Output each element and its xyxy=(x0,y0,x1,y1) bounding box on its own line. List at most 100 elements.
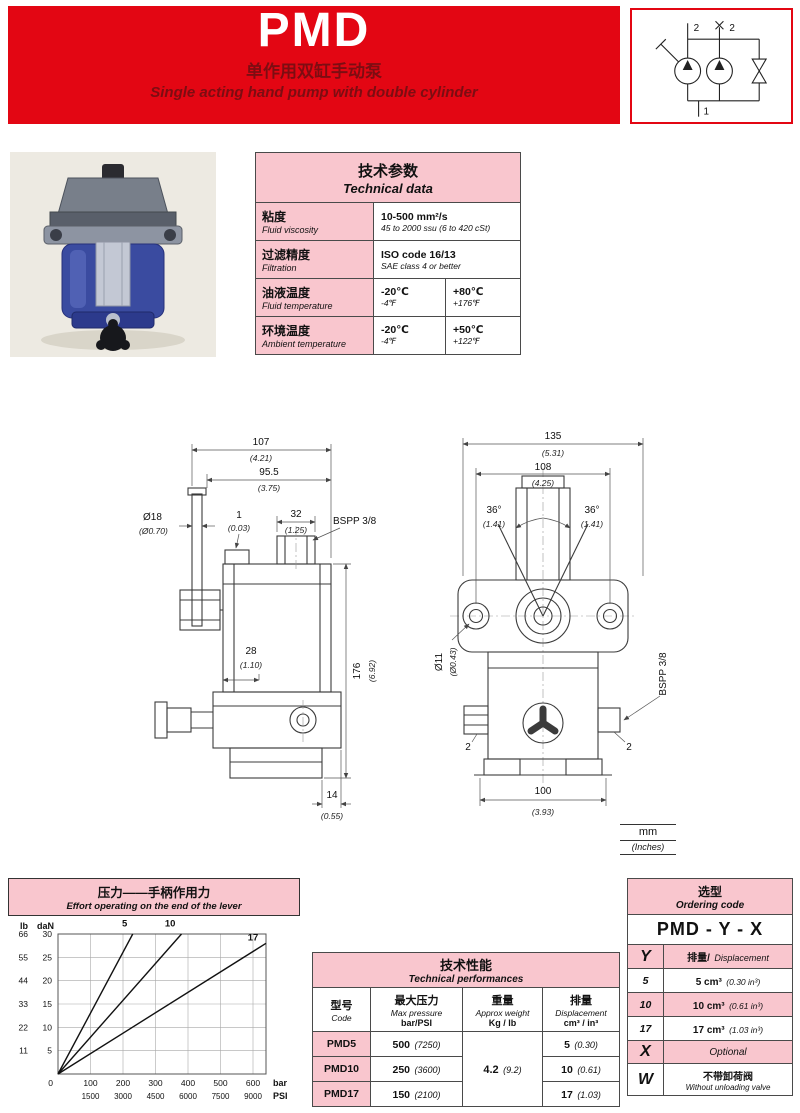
side-port-label: BSPP 3/8 xyxy=(333,516,377,527)
filtration-value-iso: ISO code 16/13 xyxy=(381,248,456,261)
row-fluid-temperature: 油液温度 Fluid temperature -20℃ -4℉ +80℃ +17… xyxy=(255,278,521,317)
dim-95-in: (3.75) xyxy=(258,483,280,493)
chart-tickb: 300 xyxy=(148,1078,162,1088)
dim-176-in: (6.92) xyxy=(367,660,377,682)
fluid-temp-min-c: -20℃ xyxy=(381,286,409,298)
angle-left-in: (1.41) xyxy=(483,519,505,529)
ordering-code-string: PMD - Y - X xyxy=(627,914,793,945)
side-centerlines xyxy=(295,526,304,742)
dim-14-in: (0.55) xyxy=(321,811,343,821)
weight-value-lb: (9.2) xyxy=(503,1065,522,1075)
option-17-value-in: (1.03 in³) xyxy=(729,1024,764,1035)
dim-14-mm: 14 xyxy=(326,790,338,801)
header-banner: PMD 单作用双缸手动泵 Single acting hand pump wit… xyxy=(8,5,620,124)
units-legend: mm (Inches) xyxy=(620,824,676,855)
code-pmd17: PMD17 xyxy=(312,1081,371,1107)
viscosity-value-imperial: 45 to 2000 ssu (6 to 420 cSt) xyxy=(381,222,491,233)
units-inches: (Inches) xyxy=(620,841,676,855)
option-5-value-in: (0.30 in³) xyxy=(726,976,761,987)
pmd10-pressure: 250 xyxy=(392,1064,411,1076)
chart-tick: 22 xyxy=(19,1022,29,1032)
chart-slabel: 17 xyxy=(248,933,259,944)
ordering-option-17: 17 17 cm³ (1.03 in³) xyxy=(627,1016,793,1041)
release-knob xyxy=(527,705,559,735)
fluid-temp-max-c: +80℃ xyxy=(453,286,484,298)
pmd5-pressure: 500 xyxy=(392,1039,411,1051)
drawing-front-view: 135 (5.31) 108 (4.25) 36° (1.41) 36° (1.… xyxy=(434,431,669,817)
angle-left: 36° xyxy=(486,505,501,516)
pmd17-disp-in: (1.03) xyxy=(577,1090,601,1100)
units-mm: mm xyxy=(620,824,676,841)
chart-tickb: 600 xyxy=(246,1078,260,1088)
chart-tick: 66 xyxy=(19,929,29,939)
dim-176-mm: 176 xyxy=(352,662,363,679)
drawing-side-view: 107 (4.21) 95.5 (3.75) Ø18 (Ø0.70) 32 (1… xyxy=(139,437,377,821)
chart-series xyxy=(57,942,267,1075)
dim-18-in: (Ø0.70) xyxy=(139,526,168,536)
col-pressure-zh: 最大压力 xyxy=(394,994,439,1007)
option-10-value-in: (0.61 in³) xyxy=(729,1000,764,1011)
chart-frame xyxy=(57,933,267,1075)
technical-data-table: 技术参数 Technical data 粘度 Fluid viscosity 1… xyxy=(255,152,521,355)
chart-series xyxy=(57,933,134,1075)
pmd5-disp-in: (0.30) xyxy=(574,1040,598,1050)
chart-slabel: 5 xyxy=(122,919,128,930)
port-2-right-label: 2 xyxy=(626,742,632,753)
chart-unit: lb xyxy=(20,921,29,931)
col-code-zh: 型号 xyxy=(330,999,353,1012)
chart-title-en: Effort operating on the end of the lever xyxy=(66,901,242,912)
circuit-port-2-right: 2 xyxy=(729,23,735,34)
chart-tickp: 4500 xyxy=(147,1092,165,1101)
ambient-temp-label-en: Ambient temperature xyxy=(262,339,347,349)
chart-tick: 33 xyxy=(19,999,29,1009)
angle-right-in: (1.41) xyxy=(581,519,603,529)
dim-11-mm: Ø11 xyxy=(434,652,445,671)
ordering-option-10: 10 10 cm³ (0.61 in³) xyxy=(627,992,793,1017)
performance-title-zh: 技术性能 xyxy=(439,958,492,973)
row-ambient-temperature: 环境温度 Ambient temperature -20℃ -4℉ +50℃ +… xyxy=(255,316,521,355)
option-10-key: 10 xyxy=(627,992,664,1017)
ordering-w-key: W xyxy=(627,1063,664,1096)
dim-100-in: (3.93) xyxy=(532,807,554,817)
port-2-left-label: 2 xyxy=(465,742,471,753)
dim-11-in: (Ø0.43) xyxy=(448,647,458,676)
side-dimensions: 107 (4.21) 95.5 (3.75) Ø18 (Ø0.70) 32 (1… xyxy=(139,437,377,821)
ambient-temp-label-zh: 环境温度 xyxy=(262,324,311,338)
ambient-temp-max-f: +122℉ xyxy=(453,336,481,346)
code-pmd10: PMD10 xyxy=(312,1056,371,1082)
chart-tickp: 9000 xyxy=(244,1092,262,1101)
ambient-temp-max-c: +50℃ xyxy=(453,324,484,336)
dim-18-mm: Ø18 xyxy=(143,512,162,523)
fluid-temp-max-f: +176℉ xyxy=(453,298,481,308)
effort-pressure-chart: 1001500200300030045004006000500750060090… xyxy=(19,919,288,1101)
ordering-title-zh: 选型 xyxy=(697,884,722,899)
dim-1-mm: 1 xyxy=(236,510,242,521)
chart-tick: 10 xyxy=(43,1022,53,1032)
chart-tick: 44 xyxy=(19,976,29,986)
row-filtration: 过滤精度 Filtration ISO code 16/13 SAE class… xyxy=(255,240,521,279)
chart-unit: bar xyxy=(273,1078,288,1088)
filtration-label-en: Filtration xyxy=(262,263,297,273)
ordering-y-key: Y xyxy=(627,944,664,969)
pump-front-outline xyxy=(457,475,629,776)
ambient-temp-min-c: -20℃ xyxy=(381,324,409,336)
chart-title-zh: 压力——手柄作用力 xyxy=(97,886,211,900)
product-photo xyxy=(10,152,216,357)
page-subtitle-en: Single acting hand pump with double cyli… xyxy=(150,84,478,102)
ordering-option-5: 5 5 cm³ (0.30 in³) xyxy=(627,968,793,993)
pmd17-pressure: 150 xyxy=(392,1089,411,1101)
chart-title-box: 压力——手柄作用力 Effort operating on the end of… xyxy=(8,878,300,916)
x-label: Optional xyxy=(663,1040,793,1064)
col-weight-zh: 重量 xyxy=(491,994,514,1007)
pump-flow-arrows xyxy=(682,60,725,70)
ordering-header: 选型 Ordering code xyxy=(627,878,793,915)
option-10-value: 10 cm³ xyxy=(692,1000,725,1012)
col-pressure-unit: bar/PSI xyxy=(400,1017,432,1028)
technical-data-title-zh: 技术参数 xyxy=(357,162,418,180)
viscosity-label-en: Fluid viscosity xyxy=(262,225,319,235)
fluid-temp-label-zh: 油液温度 xyxy=(262,286,311,300)
chart-tick: 30 xyxy=(43,929,53,939)
weight-value: 4.2 xyxy=(483,1064,499,1076)
hydraulic-circuit-box: 2 2 1 xyxy=(630,8,793,124)
performance-row-pmd10: PMD10 250 (3600) 10 (0.61) xyxy=(312,1056,620,1082)
